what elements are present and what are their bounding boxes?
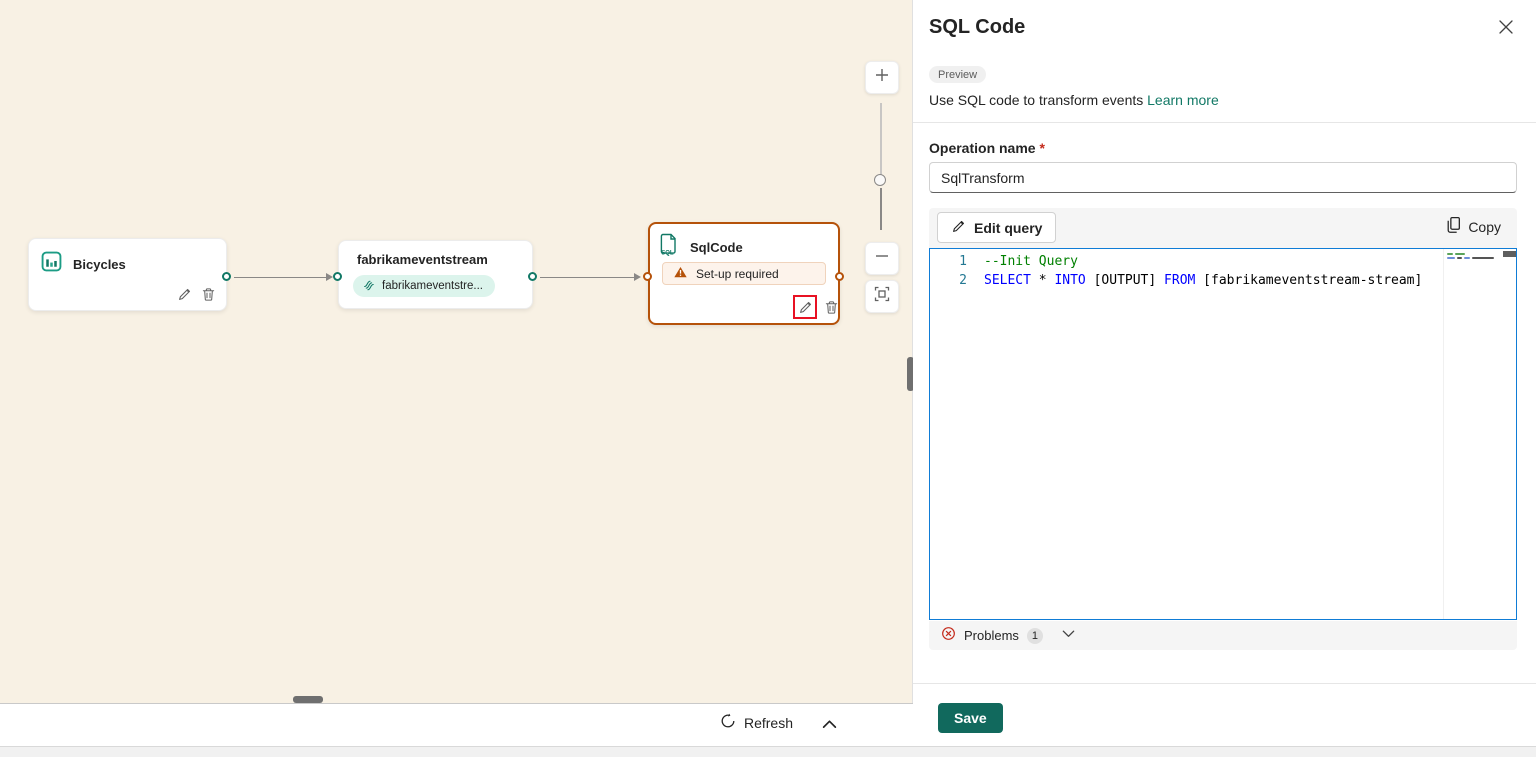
refresh-icon bbox=[720, 713, 736, 732]
panel-title: SQL Code bbox=[929, 16, 1026, 38]
sql-document-icon: SQL bbox=[659, 233, 678, 261]
node-title: SqlCode bbox=[690, 239, 743, 255]
save-button[interactable]: Save bbox=[938, 703, 1003, 733]
node-bicycles[interactable]: Bicycles bbox=[28, 238, 227, 311]
node-sqlcode[interactable]: SQL SqlCode Set-up required bbox=[648, 222, 840, 325]
code-line: 1--Init Query bbox=[959, 254, 1078, 269]
edit-query-button[interactable]: Edit query bbox=[937, 212, 1057, 243]
divider bbox=[913, 683, 1536, 684]
window-bottom-strip bbox=[0, 746, 1536, 757]
zoom-in-button[interactable] bbox=[865, 61, 899, 94]
learn-more-link[interactable]: Learn more bbox=[1147, 92, 1219, 108]
minus-icon bbox=[874, 248, 890, 269]
chevron-down-icon[interactable] bbox=[1061, 626, 1076, 646]
flow-canvas[interactable]: Bicycles fabrikameventstream bbox=[0, 0, 914, 746]
warning-label: Set-up required bbox=[696, 266, 779, 281]
problems-bar[interactable]: Problems 1 bbox=[929, 621, 1517, 650]
error-icon bbox=[941, 626, 956, 646]
panel-description: Use SQL code to transform events Learn m… bbox=[929, 92, 1219, 108]
delete-node-icon[interactable] bbox=[201, 287, 216, 302]
plus-icon bbox=[874, 67, 890, 88]
refresh-button[interactable]: Refresh bbox=[720, 713, 793, 732]
operation-name-label: Operation name * bbox=[929, 140, 1045, 156]
setup-required-warning: Set-up required bbox=[662, 262, 826, 285]
copy-button[interactable]: Copy bbox=[1445, 216, 1501, 237]
preview-badge: Preview bbox=[929, 66, 987, 83]
refresh-label: Refresh bbox=[743, 714, 793, 731]
editor-minimap[interactable] bbox=[1443, 249, 1502, 619]
connector-in-sqlcode[interactable] bbox=[643, 272, 652, 281]
edge-arrowhead bbox=[326, 272, 333, 281]
chevron-up-icon[interactable] bbox=[821, 716, 838, 738]
zoom-slider-track[interactable] bbox=[880, 188, 882, 230]
edge-arrowhead bbox=[634, 272, 641, 281]
operation-name-input[interactable] bbox=[929, 162, 1517, 193]
connector-out-bicycles[interactable] bbox=[222, 272, 231, 281]
node-eventstream[interactable]: fabrikameventstream fabrikameventstre... bbox=[338, 240, 533, 309]
node-title: Bicycles bbox=[73, 256, 126, 272]
zoom-slider-handle[interactable] bbox=[874, 174, 886, 186]
horizontal-scrollbar[interactable] bbox=[293, 696, 323, 703]
stream-icon bbox=[363, 278, 376, 294]
divider bbox=[913, 122, 1536, 123]
label-text: Operation name bbox=[929, 140, 1036, 156]
node-title: fabrikameventstream bbox=[357, 252, 488, 267]
edit-query-label: Edit query bbox=[974, 219, 1043, 236]
svg-text:SQL: SQL bbox=[661, 251, 674, 257]
warning-icon bbox=[674, 266, 687, 281]
vertical-scrollbar[interactable] bbox=[907, 357, 914, 391]
problems-count-badge: 1 bbox=[1026, 627, 1043, 644]
edge-eventstream-sqlcode bbox=[540, 276, 634, 279]
zoom-out-button[interactable] bbox=[865, 242, 899, 275]
close-icon[interactable] bbox=[1498, 19, 1514, 35]
description-text: Use SQL code to transform events bbox=[929, 92, 1144, 108]
fit-view-icon bbox=[874, 286, 890, 307]
copy-icon bbox=[1445, 216, 1462, 237]
connector-out-eventstream[interactable] bbox=[528, 272, 537, 281]
required-asterisk: * bbox=[1039, 140, 1045, 156]
edge-bicycles-eventstream bbox=[234, 276, 326, 279]
sql-code-panel: SQL Code Preview Use SQL code to transfo… bbox=[913, 0, 1536, 746]
edit-node-icon[interactable] bbox=[177, 287, 192, 302]
editor-toolbar: Edit query Copy bbox=[929, 208, 1517, 248]
fit-view-button[interactable] bbox=[865, 280, 899, 313]
delete-node-icon[interactable] bbox=[824, 300, 839, 315]
edit-highlight-box bbox=[793, 295, 817, 319]
stream-badge[interactable]: fabrikameventstre... bbox=[353, 275, 495, 297]
problems-label: Problems bbox=[964, 628, 1019, 643]
stream-badge-label: fabrikameventstre... bbox=[382, 280, 483, 292]
copy-label: Copy bbox=[1468, 218, 1501, 235]
connector-in-eventstream[interactable] bbox=[333, 272, 342, 281]
editor-scrollbar-thumb[interactable] bbox=[1503, 251, 1516, 257]
pencil-icon bbox=[951, 219, 966, 237]
bar-chart-icon bbox=[41, 251, 62, 277]
connector-out-sqlcode[interactable] bbox=[835, 272, 844, 281]
canvas-bottom-bar: Refresh bbox=[0, 703, 913, 746]
zoom-slider-track[interactable] bbox=[880, 103, 882, 181]
edit-node-icon[interactable] bbox=[798, 300, 813, 315]
